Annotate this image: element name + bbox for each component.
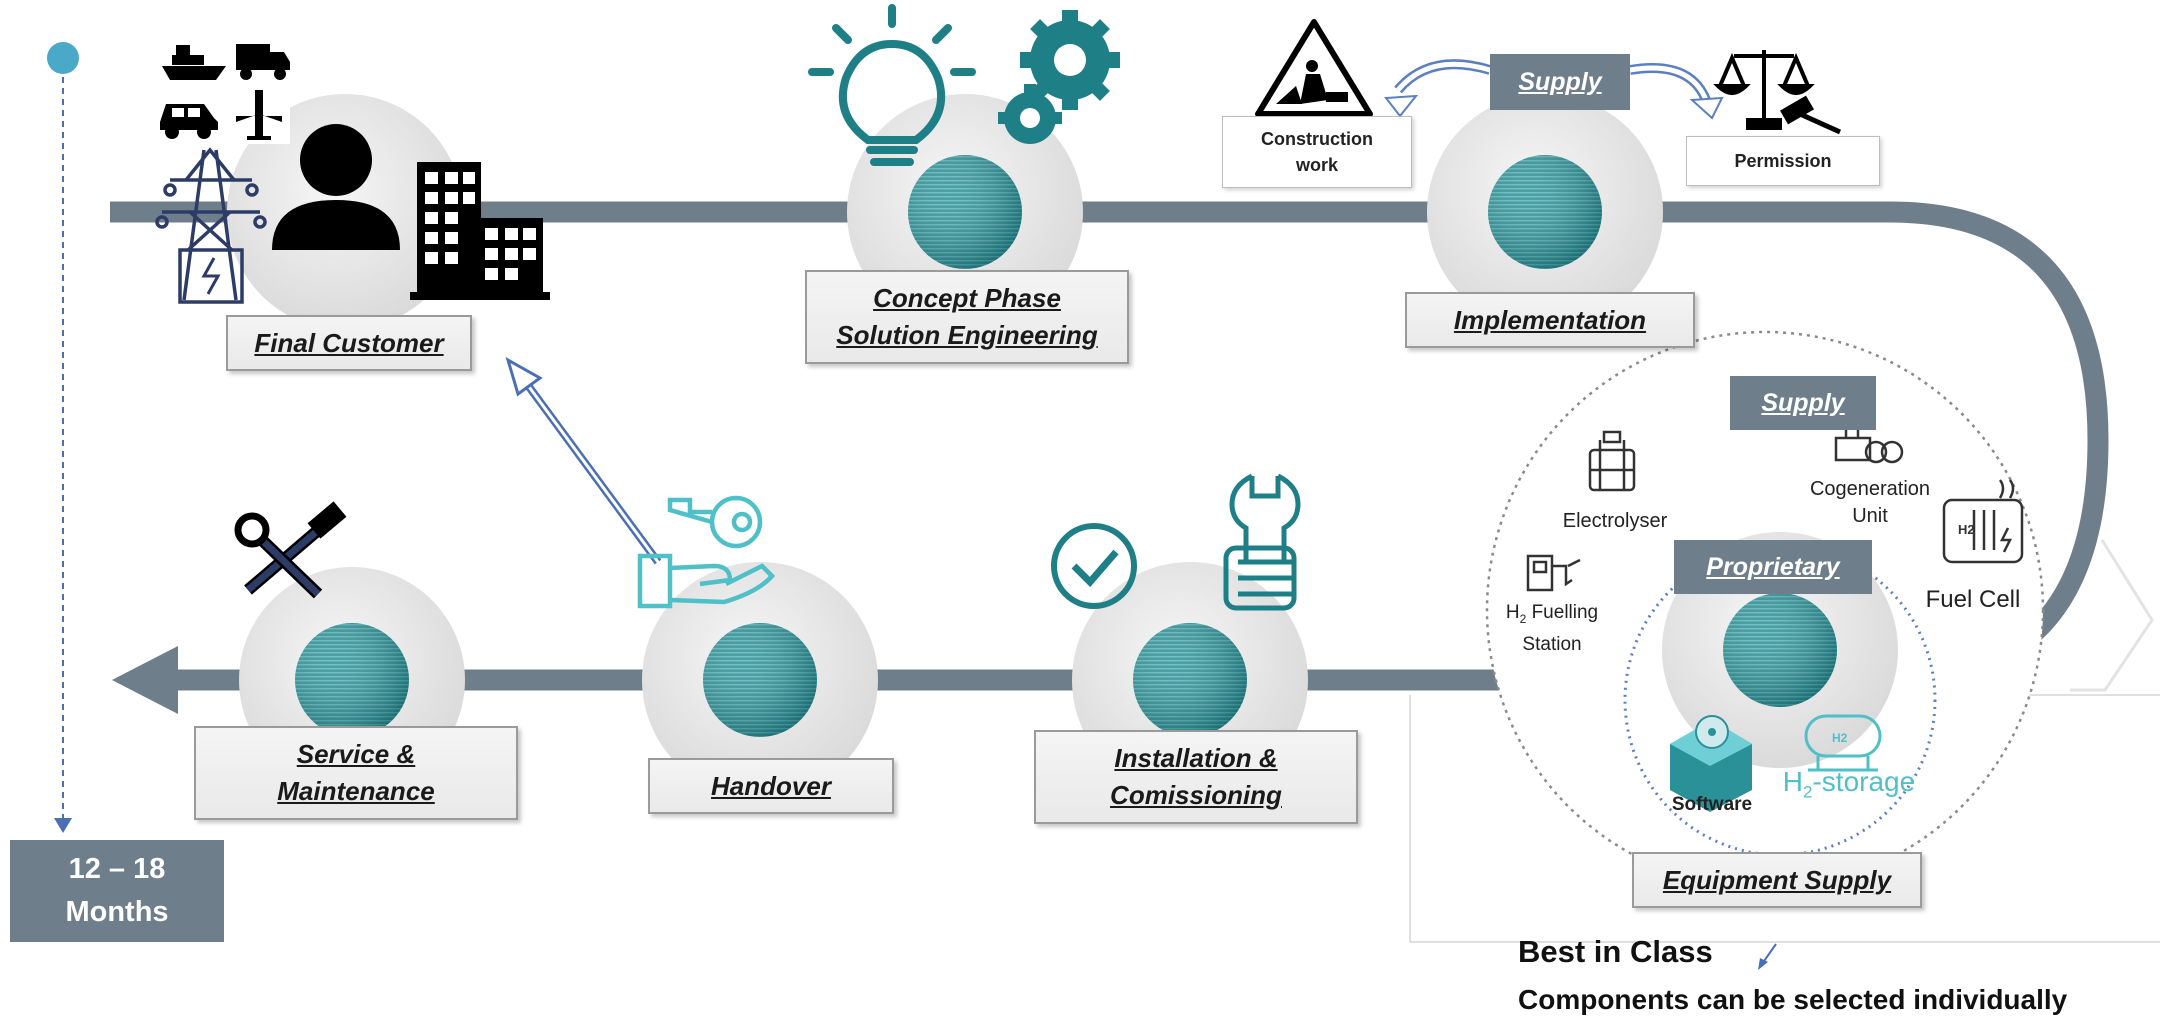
wrench-hand-icon [1223, 473, 1301, 611]
curve-arrow-outline [2070, 539, 2154, 692]
person-icon [272, 124, 400, 250]
building-icon [410, 162, 550, 300]
electrolyser-icon [1588, 430, 1636, 492]
timeline [47, 42, 79, 833]
power-pylon-icon [155, 147, 267, 304]
service-maintenance-label[interactable]: Service & Maintenance [194, 726, 518, 820]
supply-curved-arrows [1384, 59, 1724, 120]
timeline-start-dot [47, 42, 79, 74]
concept-phase-line2: Solution Engineering [836, 320, 1098, 350]
wrench-screwdriver-icon [234, 501, 347, 599]
ship-icon [162, 45, 226, 80]
duration-line1: 12 – 18 [68, 853, 166, 885]
construction-sign-icon [1255, 19, 1373, 117]
implementation-label[interactable]: Implementation [1405, 292, 1695, 348]
gears-icon [998, 10, 1120, 144]
transport-icons [156, 36, 290, 144]
software-box-icon [1670, 715, 1752, 812]
final-customer-text: Final Customer [254, 327, 444, 358]
h2-storage-badge: H2 [1832, 731, 1848, 745]
lightbulb-icon [808, 4, 976, 166]
best-in-class-note: Best in Class [1518, 934, 1713, 969]
implementation-node-ball-shade [1488, 155, 1602, 269]
h2-storage-tank-icon [1804, 714, 1882, 772]
equipment-supply-text: Equipment Supply [1662, 864, 1892, 895]
check-circle-icon [1051, 523, 1137, 609]
handover-node[interactable] [642, 562, 878, 798]
supply-tag-ring: Supply [1730, 376, 1876, 430]
implementation-text: Implementation [1453, 304, 1647, 335]
equipment-supply-label[interactable]: Equipment Supply [1632, 852, 1922, 908]
duration-box: 12 – 18 Months [10, 840, 224, 942]
equipment-supply-node-ball-shade [1723, 593, 1837, 707]
fuel-cell-h2-label: H2 [1958, 522, 1975, 537]
proprietary-tag: Proprietary [1674, 540, 1872, 594]
cogeneration-label: Cogeneration Unit [1809, 478, 1931, 527]
electrolyser-label: Electrolyser [1562, 510, 1668, 532]
truck-icon [236, 44, 290, 80]
permission-box: Permission [1686, 136, 1880, 186]
handover-label[interactable]: Handover [648, 758, 894, 814]
concept-phase-line1: Concept Phase [873, 283, 1061, 313]
installation-line1: Installation & [1114, 743, 1278, 773]
service-line1: Service & [296, 739, 416, 769]
construction-work-box: Construction work [1222, 116, 1412, 188]
installation-line2: Comissioning [1110, 780, 1282, 810]
handover-to-customer-arrow [505, 356, 662, 565]
fuelling-station-icon [1526, 554, 1581, 592]
handover-node-ball-shade [703, 623, 817, 737]
h2-storage-label: H2-storage [1782, 766, 1916, 802]
individual-selection-note: Components can be selected individually [1518, 984, 2068, 1015]
handover-text: Handover [711, 770, 831, 801]
installation-label[interactable]: Installation & Comissioning [1034, 730, 1358, 824]
duration-line2: Months [65, 896, 169, 928]
concept-phase-label[interactable]: Concept Phase Solution Engineering [805, 270, 1129, 364]
service-line2: Maintenance [277, 776, 435, 806]
airplane-icon [236, 90, 282, 140]
installation-node-ball-shade [1133, 623, 1247, 737]
fuel-cell-label: Fuel Cell [1925, 586, 2021, 613]
implementation-node[interactable] [1427, 94, 1663, 330]
fuelling-station-label: H2 Fuelling Station [1505, 602, 1599, 655]
law-scales-icon [1713, 50, 1842, 135]
final-customer-label[interactable]: Final Customer [226, 315, 472, 371]
supply-tag-top: Supply [1490, 54, 1630, 110]
car-icon [160, 104, 218, 139]
concept-phase-node-ball-shade [908, 155, 1022, 269]
fuel-cell-icon [1942, 479, 2024, 564]
software-label: Software [1671, 794, 1753, 815]
timeline-end-arrow [54, 818, 72, 833]
key-hand-icon [637, 495, 776, 609]
service-maintenance-node-ball-shade [295, 623, 409, 737]
track-arrowhead [112, 646, 178, 714]
